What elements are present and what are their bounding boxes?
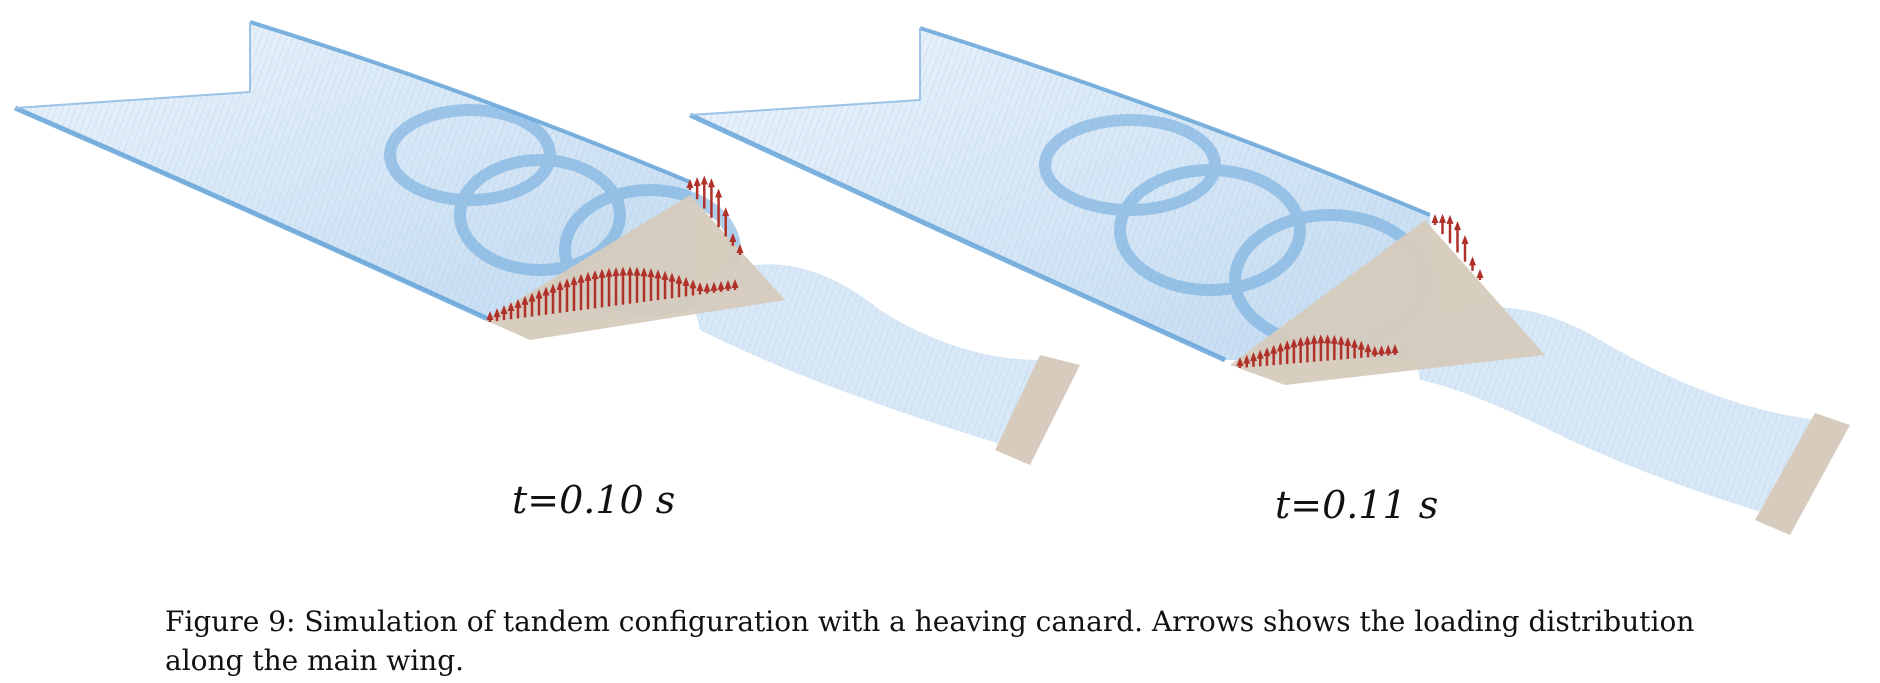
load-arrow-head (598, 268, 606, 278)
load-arrow-head (577, 273, 585, 283)
load-arrow-head (556, 280, 564, 290)
load-arrow-head (1310, 334, 1318, 344)
load-arrow-head (528, 292, 536, 302)
load-arrow-head (736, 244, 744, 253)
load-arrow-head (591, 270, 599, 280)
load-arrow-head (1431, 214, 1439, 223)
load-arrow-head (1317, 334, 1325, 344)
load-arrow-head (686, 179, 694, 188)
load-arrow-head (486, 311, 494, 320)
load-arrow-head (1446, 214, 1454, 224)
load-arrow-head (612, 266, 620, 276)
load-arrow-head (1243, 354, 1251, 364)
caption-text: Simulation of tandem configuration with … (165, 605, 1695, 677)
time-label-panel-1: t=0.10 s (512, 478, 676, 522)
load-arrow-head (717, 280, 725, 290)
load-arrow-head (647, 268, 655, 278)
load-arrow-head (715, 188, 723, 198)
load-arrow-head (633, 266, 641, 276)
load-arrow-head (1439, 213, 1446, 223)
load-arrow-head (1357, 340, 1365, 350)
load-arrow-head (507, 301, 515, 311)
trailing-wake-2 (1410, 307, 1850, 535)
load-arrow-head (640, 267, 648, 277)
load-arrow-head (563, 278, 571, 288)
figure-caption: Figure 9: Simulation of tandem configura… (165, 602, 1765, 680)
load-arrow-head (1324, 334, 1332, 344)
load-arrow-head (619, 266, 627, 276)
load-arrow-head (707, 178, 715, 188)
time-label-panel-2: t=0.11 s (1275, 483, 1439, 527)
wake-sheet-1 (14, 20, 700, 323)
load-arrow-head (1290, 338, 1298, 348)
load-arrow-head (1249, 352, 1257, 362)
loading-arrows-2 (1236, 213, 1484, 368)
load-arrow-head (1283, 340, 1291, 350)
load-arrow-head (626, 266, 634, 276)
load-arrow-head (729, 233, 737, 243)
load-arrow-head (584, 271, 592, 281)
load-arrow-head (1276, 342, 1284, 352)
caption-label: Figure 9: (165, 605, 296, 638)
load-arrow-head (1476, 269, 1484, 278)
load-arrow-head (668, 272, 676, 282)
load-arrow-head (722, 207, 730, 217)
load-arrow-head (1454, 221, 1461, 231)
load-arrow-head (521, 295, 529, 305)
load-arrow-head (549, 283, 557, 293)
load-arrow-head (1256, 349, 1264, 359)
load-arrow-head (493, 308, 501, 318)
load-arrow-head (703, 282, 711, 292)
load-arrow-head (1263, 347, 1271, 357)
load-arrow-head (1364, 343, 1372, 353)
load-arrow-head (682, 276, 690, 286)
load-arrow-head (1371, 345, 1379, 355)
load-arrow-head (675, 274, 683, 284)
load-arrow-head (1330, 334, 1338, 344)
load-arrow-head (1469, 256, 1476, 266)
load-arrow-head (1384, 344, 1392, 354)
load-arrow-head (724, 279, 732, 289)
load-arrow-head (661, 270, 669, 280)
load-arrow-head (654, 269, 662, 279)
load-arrow-head (1337, 335, 1345, 345)
load-arrow-head (514, 298, 522, 308)
trailing-wake-1 (690, 264, 1080, 465)
load-arrow-head (689, 279, 697, 289)
load-arrow-head (535, 289, 543, 299)
load-arrow-head (500, 305, 508, 315)
load-arrow-head (1236, 357, 1244, 366)
load-arrow-head (1297, 336, 1305, 346)
load-arrow-head (605, 267, 613, 277)
load-arrow-head (542, 286, 550, 296)
load-arrow-head (570, 275, 578, 285)
load-arrow-head (731, 279, 739, 288)
load-arrow-head (1391, 344, 1399, 353)
load-arrow-head (1270, 344, 1278, 354)
load-arrow-head (710, 281, 718, 291)
load-arrow-head (700, 175, 708, 185)
load-arrow-head (696, 281, 704, 291)
load-arrow-head (1378, 345, 1386, 355)
load-arrow-head (1461, 235, 1469, 245)
load-arrow-head (1303, 335, 1311, 345)
loading-arrows-1 (486, 175, 744, 322)
load-arrow-head (693, 177, 701, 187)
load-arrow-head (1344, 336, 1352, 346)
load-arrow-head (1351, 338, 1359, 348)
